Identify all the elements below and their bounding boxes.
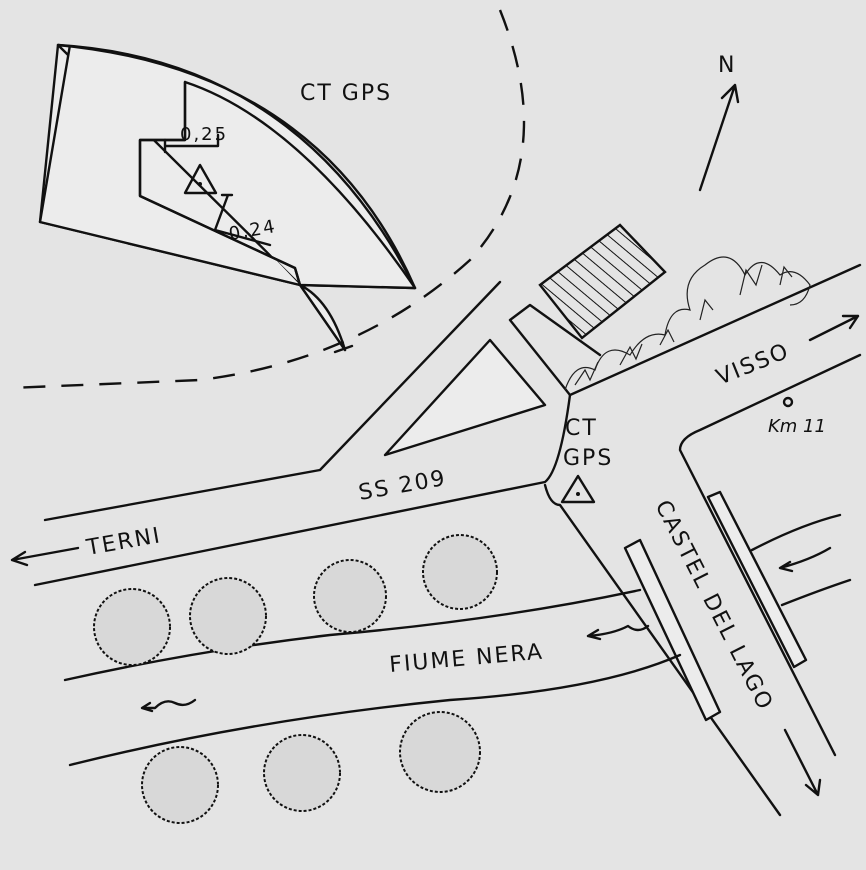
benchmark-triangle-icon bbox=[183, 163, 218, 195]
km-marker-label: Km 11 bbox=[768, 416, 826, 437]
trees bbox=[93, 534, 498, 824]
building bbox=[538, 223, 667, 340]
road-label-ss209: SS 209 bbox=[357, 466, 449, 506]
north-label: N bbox=[718, 53, 736, 78]
road-label-terni: TERNI bbox=[84, 523, 164, 561]
flow-arrow-icon bbox=[586, 624, 650, 641]
station-label-line1: CT bbox=[565, 416, 598, 441]
km-marker-icon bbox=[782, 396, 794, 408]
gps-station: CT GPS bbox=[560, 416, 613, 504]
dimension-1: 0,25 bbox=[180, 124, 228, 145]
road-label-visso: VISSO bbox=[713, 339, 794, 391]
traffic-island bbox=[383, 338, 547, 457]
station-label-line2: GPS bbox=[563, 446, 613, 471]
arrow-to-visso-icon bbox=[808, 314, 860, 342]
arrow-to-terni-icon bbox=[10, 546, 80, 567]
sidewalk-strip bbox=[706, 490, 808, 669]
river-label: FIUME NERA bbox=[388, 640, 545, 678]
north-arrow-icon: N bbox=[698, 53, 740, 192]
inset-boundary bbox=[9, 9, 526, 390]
shrubs bbox=[564, 256, 811, 391]
arrow-to-castel-icon bbox=[783, 728, 822, 797]
flow-arrow-icon bbox=[140, 698, 197, 713]
parcel-inset: CT GPS 0,25 0,24 bbox=[38, 43, 417, 354]
sidewalk-strip bbox=[623, 538, 722, 722]
benchmark-triangle-icon bbox=[560, 474, 596, 504]
parcel-title: CT GPS bbox=[300, 81, 392, 106]
